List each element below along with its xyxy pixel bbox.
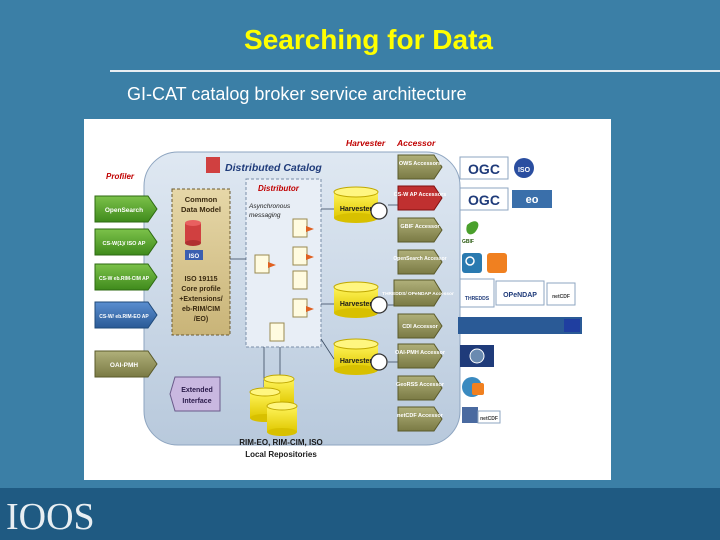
- connector-lines: [230, 204, 398, 387]
- svg-text:OGC: OGC: [468, 192, 500, 208]
- svg-text:ISO: ISO: [518, 167, 531, 174]
- accessor-label-4: THREDDS/ OPeNDAP Accessor: [382, 291, 454, 297]
- harvester-header: Harvester: [346, 138, 386, 148]
- accessor-ows: OWS Accessors: [397, 154, 443, 180]
- accessor-label-8: netCDF Accessor: [397, 413, 444, 419]
- message-document-icons: [254, 218, 314, 342]
- profiler-oai-pmh: OAI-PMH: [94, 350, 158, 378]
- architecture-diagram: Harvester Accessor Distributed Catalog P…: [84, 119, 611, 480]
- profiler-label-2: CS-W eb.RIM-CIM AP: [99, 276, 150, 282]
- repositories-label-0: RIM-EO, RIM-CIM, ISO: [239, 438, 323, 447]
- iso-badge-label: ISO: [189, 254, 200, 260]
- accessor-gbif: GBIF Accessor: [397, 217, 443, 243]
- ioos-logo: IOOS: [6, 496, 95, 536]
- eo-logo: eo: [512, 190, 552, 208]
- svg-text:netCDF: netCDF: [480, 416, 498, 422]
- profiler-label-1: CS-W(1)/ ISO AP: [103, 241, 146, 247]
- ioos-logo-text: IOOS: [6, 496, 95, 536]
- accessor-georss: GeoRSS Accessor: [396, 375, 445, 401]
- svg-text:OPeNDAP: OPeNDAP: [503, 292, 537, 299]
- footer-bar: [0, 488, 720, 540]
- accessor-label-2: GBIF Accessor: [400, 224, 440, 230]
- svg-text:eo: eo: [526, 194, 539, 206]
- accessor-label-3: OpenSearch Accessor: [393, 256, 446, 262]
- slide-subtitle: GI-CAT catalog broker service architectu…: [127, 84, 467, 104]
- thredds-opendap-netcdf-logos: THREDDS OPeNDAP netCDF: [459, 278, 576, 308]
- clock-icon: [370, 202, 388, 220]
- accessor-opensearch: OpenSearch Accessor: [393, 249, 447, 275]
- accessor-label-5: CDI Accessor: [402, 324, 438, 330]
- data-model-line-3: eb-RIM/CIM: [182, 306, 220, 313]
- data-model-database-icon: [185, 220, 201, 246]
- distributor-title: Distributor: [258, 184, 300, 193]
- accessor-header: Accessor: [396, 138, 436, 148]
- profiler-label-4: OAI-PMH: [110, 362, 138, 369]
- harvester-bottom: Harvester: [333, 338, 388, 375]
- accessor-netcdf: netCDF Accessor: [397, 406, 444, 432]
- extended-interface-text-0: Extended: [181, 387, 213, 394]
- harvester-middle: Harvester: [333, 281, 388, 318]
- svg-text:THREDDS: THREDDS: [465, 296, 490, 302]
- data-model-line-2: +Extensions/: [179, 296, 222, 303]
- profiler-label-3: CS-W/ eb.RIM-EO AP: [99, 314, 149, 320]
- svg-text:OGC: OGC: [468, 161, 500, 177]
- profiler-csw-eo: CS-W/ eb.RIM-EO AP: [94, 301, 158, 329]
- accessor-label-7: GeoRSS Accessor: [396, 382, 445, 388]
- distributor-text-1: messaging: [249, 212, 281, 219]
- common-data-model-box: [171, 188, 231, 336]
- data-model-title-0: Common: [185, 195, 218, 204]
- cdi-seadatanet-banner: [458, 317, 582, 334]
- extended-interface-box: [169, 376, 221, 412]
- profiler-csw-iso: CS-W(1)/ ISO AP: [94, 228, 158, 256]
- oai-pmh-logo: [460, 345, 494, 367]
- distributor-text-0: Asynchronous: [248, 203, 291, 210]
- ogc-logo-2: OGC: [459, 187, 509, 211]
- gbif-logo: GBIF: [462, 221, 479, 245]
- svg-text:netCDF: netCDF: [552, 294, 570, 300]
- profiler-label-0: OpenSearch: [105, 207, 143, 214]
- netcdf-grid-logo: netCDF: [462, 407, 501, 424]
- harvester-top: Harvester: [333, 186, 388, 223]
- data-model-line-1: Core profile: [181, 286, 220, 293]
- harvester-label-top: Harvester: [340, 206, 373, 213]
- architecture-diagram-svg: Harvester Accessor Distributed Catalog P…: [94, 138, 582, 459]
- harvester-label-middle: Harvester: [340, 301, 373, 308]
- iso-badge: [185, 250, 203, 260]
- profiler-csw-cim: CS-W eb.RIM-CIM AP: [94, 263, 158, 291]
- accessor-csw-ap: CS-W AP Accessors: [394, 185, 447, 211]
- accessor-label-1: CS-W AP Accessors: [394, 192, 447, 198]
- profiler-label: Profiler: [106, 172, 135, 181]
- repositories-label-1: Local Repositories: [245, 450, 317, 459]
- catalog-icon: [206, 157, 220, 173]
- clock-icon: [370, 353, 388, 371]
- extended-interface-text-1: Interface: [182, 398, 211, 405]
- data-model-title-1: Data Model: [181, 205, 221, 214]
- opensearch-rss-icons: [462, 253, 507, 273]
- svg-text:GBIF: GBIF: [462, 239, 474, 245]
- clock-icon: [370, 296, 388, 314]
- accessor-cdi: CDI Accessor: [397, 313, 443, 339]
- catalog-title: Distributed Catalog: [225, 162, 322, 174]
- data-model-line-4: /EO): [194, 316, 208, 323]
- slide-title: Searching for Data: [244, 24, 493, 55]
- local-repositories-databases: [249, 374, 298, 436]
- accessor-label-6: OAI-PMH Accessor: [395, 350, 446, 356]
- title-divider: [110, 70, 720, 72]
- accessor-thredds: THREDDS/ OPeNDAP Accessor: [382, 279, 454, 307]
- accessor-label-0: OWS Accessors: [399, 161, 441, 167]
- ogc-logo-1: OGC: [459, 156, 509, 180]
- data-model-line-0: ISO 19115: [184, 276, 217, 283]
- harvester-label-bottom: Harvester: [340, 358, 373, 365]
- georss-globe-icon: [462, 377, 484, 397]
- accessor-oai-pmh: OAI-PMH Accessor: [395, 343, 446, 369]
- profiler-opensearch: OpenSearch: [94, 195, 158, 223]
- iso-logo: ISO: [514, 158, 534, 178]
